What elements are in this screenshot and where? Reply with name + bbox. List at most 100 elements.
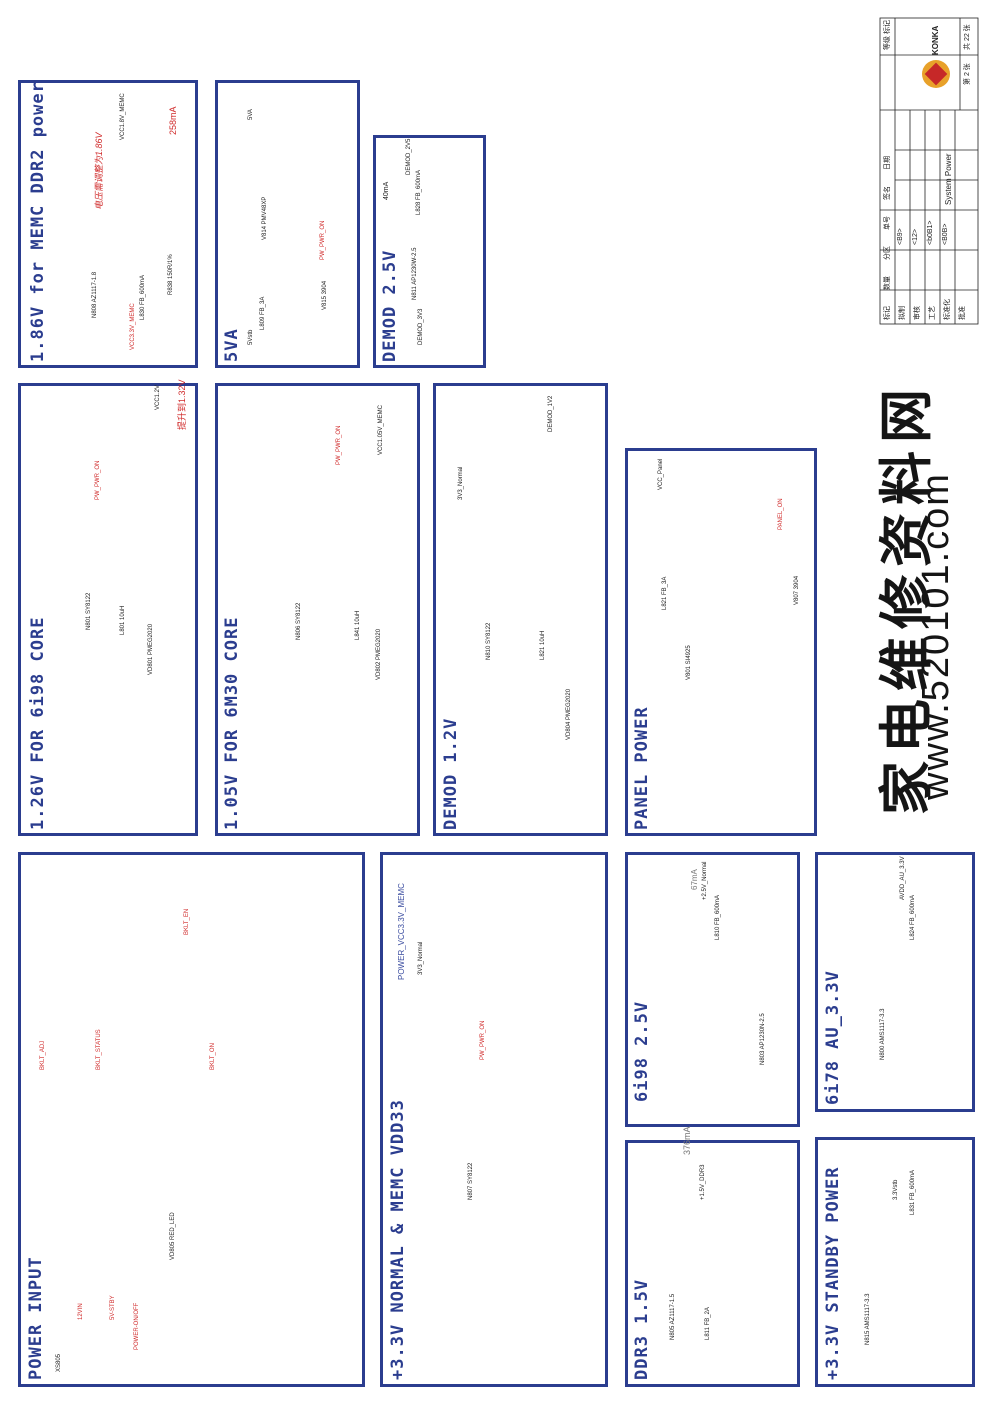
demod25-ic: N811 AP1230W-2.5	[412, 247, 418, 300]
tb-row-0-label: 拟制	[899, 306, 906, 320]
panel-ctrl: PANEL_ON	[778, 498, 784, 530]
tb-row-2-value: <b0B1>	[927, 220, 934, 245]
normal33-out: 3V3_Normal	[418, 941, 424, 975]
core6198-ctrl: PW_PWR_ON	[95, 460, 101, 500]
power-input-net-5: BKLT_EN	[184, 908, 190, 935]
panel-fet: V801 SI4925	[686, 645, 692, 680]
power-input-led: VD805 RED_LED	[170, 1212, 176, 1260]
tb-row-3-value: <B0B>	[942, 223, 949, 245]
tb-total: 共 22 张	[964, 24, 971, 50]
core6m30-ic: N806 SY8122	[296, 602, 302, 640]
panel-standby	[815, 1137, 975, 1387]
tb-row-3-label: 标准化	[944, 299, 951, 320]
panel-5va	[215, 80, 360, 368]
fivev-fb: L809 FB_3A	[260, 296, 266, 330]
standby-ic: N815 AMS1117-3.3	[865, 1293, 871, 1345]
panel-core6m30	[215, 383, 420, 836]
tb-row-2-label: 工艺	[929, 306, 936, 320]
tb-brand: KONKA	[931, 25, 940, 55]
fivev-q: V815 3904	[322, 280, 328, 310]
ddr2-fb: L830 FB_600mA	[140, 274, 146, 320]
tb-grade: 等级 标记	[884, 20, 891, 50]
title-au33: 6i78 AU_3.3V	[823, 970, 843, 1105]
ddr2-net-out: VCC1.8V_MEMC	[120, 93, 126, 140]
power-input-net-3: BKLT_ADJ	[40, 1040, 46, 1070]
tb-rev-1: 数量	[884, 276, 891, 290]
panel-au33	[815, 852, 975, 1112]
v6198-out: +2.5V_Normal	[702, 861, 708, 900]
tb-row-1-value: <12>	[912, 229, 919, 245]
ddr3-current: 376mA	[682, 1126, 692, 1155]
title-panel-power: PANEL POWER	[632, 706, 652, 830]
core6m30-l: L841 10uH	[355, 610, 361, 640]
tb-rev-0: 标记	[884, 306, 891, 320]
core6198-l: L801 10uH	[120, 605, 126, 635]
au33-fb: L824 FB_600mA	[910, 894, 916, 940]
power-input-connector: XS805	[56, 1353, 62, 1372]
demod25-net-in: DEMOD_3V3	[418, 308, 424, 345]
v6198-ic: N803 AP1230N-2.5	[760, 1013, 766, 1065]
title-normal33: +3.3V NORMAL & MEMC VDD33	[388, 1099, 408, 1380]
demod12-d: VD804 PMEG2020	[566, 688, 572, 740]
tb-page: 第 2 张	[964, 63, 971, 85]
panel-power-input	[18, 852, 365, 1387]
power-input-net-0: 12VIN	[78, 1303, 84, 1320]
title-ddr2: 1.86V for MEMC DDR2 power	[28, 81, 48, 362]
konka-logo-k	[924, 62, 948, 86]
title-5va: 5VA	[222, 328, 242, 362]
core6198-out: VCC1.2V	[155, 384, 161, 410]
tb-row-0-value: <B9>	[897, 228, 904, 245]
panel-q: V807 3904	[794, 575, 800, 605]
panel-ddr3	[625, 1140, 800, 1387]
core6m30-out: VCC1.05V_MEMC	[378, 404, 384, 455]
demod25-net-out: DEMOD_2V5	[406, 138, 412, 175]
ddr3-fb: L811 FB_2A	[705, 1307, 711, 1340]
fivev-net-in: 5Vstb	[248, 329, 254, 345]
panel-panel-power	[625, 448, 817, 836]
power-input-net-6: BKLT_ON	[210, 1043, 216, 1070]
watermark-url: www.520101.com	[915, 472, 957, 800]
ddr3-ic: N805 AZ1117-1.5	[670, 1293, 676, 1340]
demod12-l: L821 10uH	[540, 630, 546, 660]
panel-ddr2	[18, 80, 198, 368]
core6m30-d: VD802 PMEG2020	[376, 628, 382, 680]
power-input-net-2: POWER-ON/OFF	[134, 1302, 140, 1350]
tb-rev-5: 日期	[884, 156, 891, 170]
title-core6198: 1.26V FOR 6i98 CORE	[28, 616, 48, 830]
demod12-in: 3V3_Normal	[458, 466, 464, 500]
normal33-ctrl: PW_PWR_ON	[480, 1020, 486, 1060]
demod12-out: DEMOD_1V2	[548, 395, 554, 432]
au33-ic: N800 AMS1117-3.3	[880, 1008, 886, 1060]
panel-normal33	[380, 852, 608, 1387]
au33-out: AVDD_AU_3.3V	[900, 856, 906, 900]
ddr2-r: R838 150R/1%	[168, 254, 174, 295]
ddr2-net-in: VCC3.3V_MEMC	[130, 303, 136, 350]
panel-fb: L821 FB_3A	[662, 576, 668, 610]
core6198-d: VD801 PMEG2020	[148, 623, 154, 675]
power-input-net-1: 5V-STBY	[110, 1295, 116, 1320]
demod12-ic: N810 SY8122	[486, 622, 492, 660]
demod25-fb: L828 FB_600mA	[416, 169, 422, 215]
ddr2-note: 电压需调整为1.86V	[94, 132, 104, 210]
standby-fb: L831 FB_600mA	[910, 1169, 916, 1215]
normal33-sub: POWER_VCC3.3V_MEMC	[397, 883, 406, 980]
tb-rev-2: 分区	[884, 246, 891, 260]
panel-6i98-25	[625, 852, 800, 1127]
panel-demod12	[433, 383, 608, 836]
fivev-net-out: 5VA	[248, 109, 254, 120]
ddr2-current: 258mA	[168, 106, 178, 135]
title-block-grid	[879, 17, 979, 325]
tb-row-4-label: 批准	[959, 306, 966, 320]
tb-row-1-label: 审核	[914, 306, 921, 320]
ddr3-out: +1.5V_DDR3	[700, 1164, 706, 1200]
tb-title: System Power	[944, 153, 953, 205]
panel-out: VCC_Panel	[658, 458, 664, 490]
title-demod25: DEMOD 2.5V	[380, 249, 400, 362]
panel-demod25	[373, 135, 486, 368]
normal33-ic: N807 SY8122	[468, 1162, 474, 1200]
tb-rev-4: 签名	[884, 186, 891, 200]
panel-core6198	[18, 383, 198, 836]
konka-logo	[922, 60, 950, 88]
tb-rev-3: 单号	[884, 216, 891, 230]
demod25-current: 40mA	[383, 181, 390, 200]
